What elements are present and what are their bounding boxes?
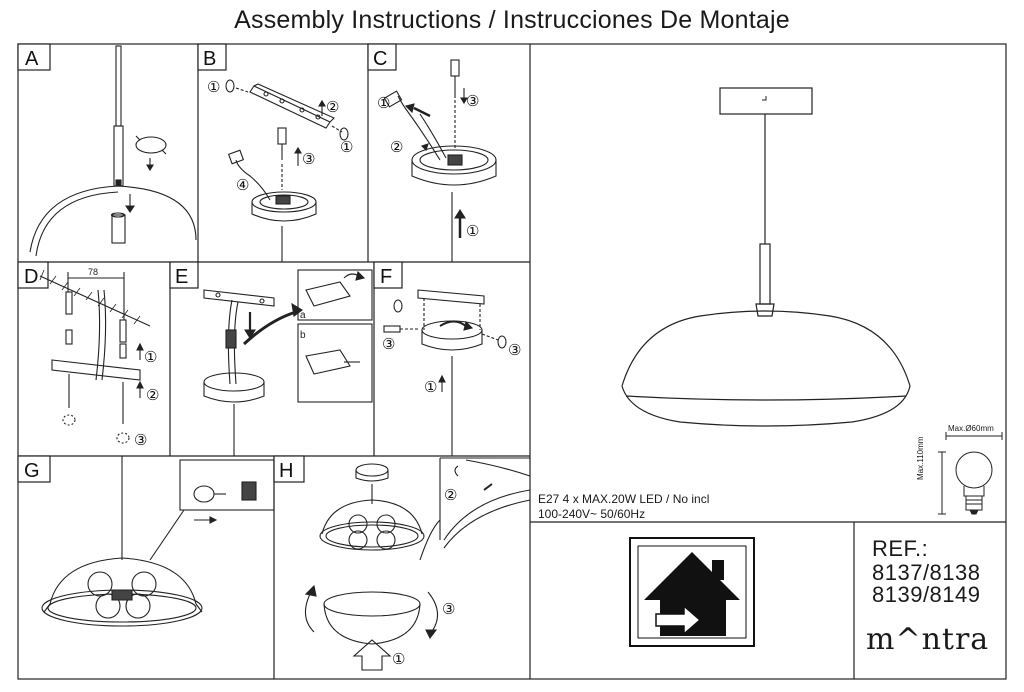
callout-h-2: ② (444, 487, 457, 504)
step-label-d: D (24, 266, 38, 288)
bulb-diameter-label: Max.Ø60mm (948, 424, 994, 433)
panel-f-drawing (383, 289, 507, 456)
spec-power: E27 4 x MAX.20W LED / No incl (538, 492, 710, 506)
sub-label-a: a (300, 310, 306, 321)
panel-d-drawing (39, 269, 151, 444)
step-label-b: B (203, 48, 216, 70)
panel-b-drawing (225, 79, 349, 262)
callout-f-3b: ③ (508, 342, 521, 359)
indoor-use-house-icon (629, 537, 755, 647)
pendant-lamp-illustration (621, 87, 911, 427)
callout-b-1b: ① (340, 139, 353, 156)
bulb-diagram (938, 432, 1003, 515)
panel-grid (17, 43, 1007, 680)
panel-e-drawing (203, 269, 373, 456)
step-label-g: G (24, 460, 40, 482)
step-box-c (367, 43, 397, 71)
callout-c-2: ② (390, 139, 403, 156)
ref-models-2: 8139/8149 (872, 582, 981, 607)
dimension-78: 78 (88, 267, 98, 277)
sub-label-b: b (300, 330, 306, 341)
callout-d-3: ③ (134, 432, 147, 449)
step-box-e (169, 261, 199, 289)
callout-c-3: ③ (466, 93, 479, 110)
callout-b-2: ② (326, 99, 339, 116)
callout-h-1: ① (392, 651, 405, 668)
callout-d-1: ① (144, 349, 157, 366)
brand-text: m^ntra (866, 622, 990, 657)
step-label-c: C (373, 48, 387, 70)
callout-c-1b: ① (466, 223, 479, 240)
panel-c-drawing (383, 59, 497, 262)
step-box-d (17, 261, 49, 289)
step-box-h (273, 455, 305, 483)
step-box-a (17, 43, 51, 71)
callout-h-3: ③ (442, 601, 455, 618)
step-label-h: H (279, 460, 293, 482)
step-box-g (17, 455, 51, 483)
step-label-f: F (380, 266, 392, 288)
brand-logo: m^ntra (866, 622, 989, 657)
ref-models-1: 8137/8138 (872, 560, 981, 585)
step-label-e: E (175, 266, 188, 288)
callout-b-1a: ① (207, 79, 220, 96)
spec-voltage: 100-240V~ 50/60Hz (538, 507, 646, 521)
panel-h-drawing (304, 457, 531, 671)
callout-c-1a: ① (377, 95, 390, 112)
ref-label: REF.: (872, 536, 929, 561)
callout-b-3: ③ (302, 151, 315, 168)
step-box-f (373, 261, 403, 289)
panel-a-drawing (29, 45, 197, 257)
panel-g-drawing (41, 456, 275, 627)
bulb-height-label: Max.110mm (916, 436, 925, 480)
step-label-a: A (25, 48, 39, 70)
callout-f-3a: ③ (382, 336, 395, 353)
callout-d-2: ② (146, 387, 159, 404)
callout-b-4: ④ (236, 177, 249, 194)
step-box-b (197, 43, 227, 71)
callout-f-1: ① (424, 379, 437, 396)
page-title: Assembly Instructions / Instrucciones De… (234, 6, 790, 34)
